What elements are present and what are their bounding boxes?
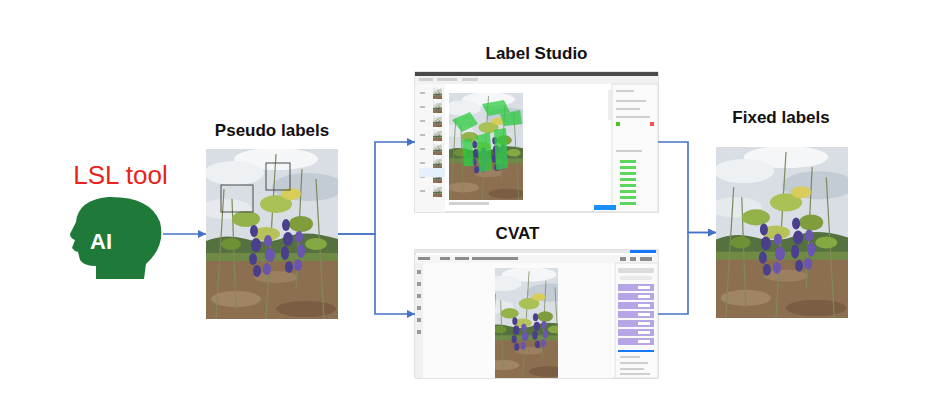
image-node: Fixed labels: [716, 147, 848, 318]
flow-arrow: [338, 234, 415, 314]
bounding-box: [266, 163, 290, 190]
flow-arrow: [163, 233, 206, 235]
screenshot-node: CVAT: [415, 250, 658, 378]
screenshot-node: Label Studio: [415, 72, 658, 212]
cvat-screenshot: [415, 250, 658, 378]
ai-tool-icon: LSL toolAI: [68, 195, 163, 273]
icon-label: AI: [90, 229, 112, 254]
image-title: Fixed labels: [732, 108, 829, 128]
bounding-box: [221, 185, 253, 212]
flow-arrow: [658, 142, 716, 233]
image-title: CVAT: [496, 224, 540, 244]
pseudo-label-photo: [200, 148, 344, 319]
label-studio-screenshot: [415, 72, 658, 212]
ai-head-icon: [70, 197, 161, 279]
image-title: Label Studio: [486, 44, 588, 64]
flow-arrow: [338, 142, 415, 234]
flow-arrow: [658, 233, 716, 315]
image-node: Pseudo labels: [206, 149, 338, 319]
tool-name: LSL tool: [73, 161, 167, 191]
image-title: Pseudo labels: [215, 121, 329, 141]
fixed-label-photo: [710, 146, 855, 318]
